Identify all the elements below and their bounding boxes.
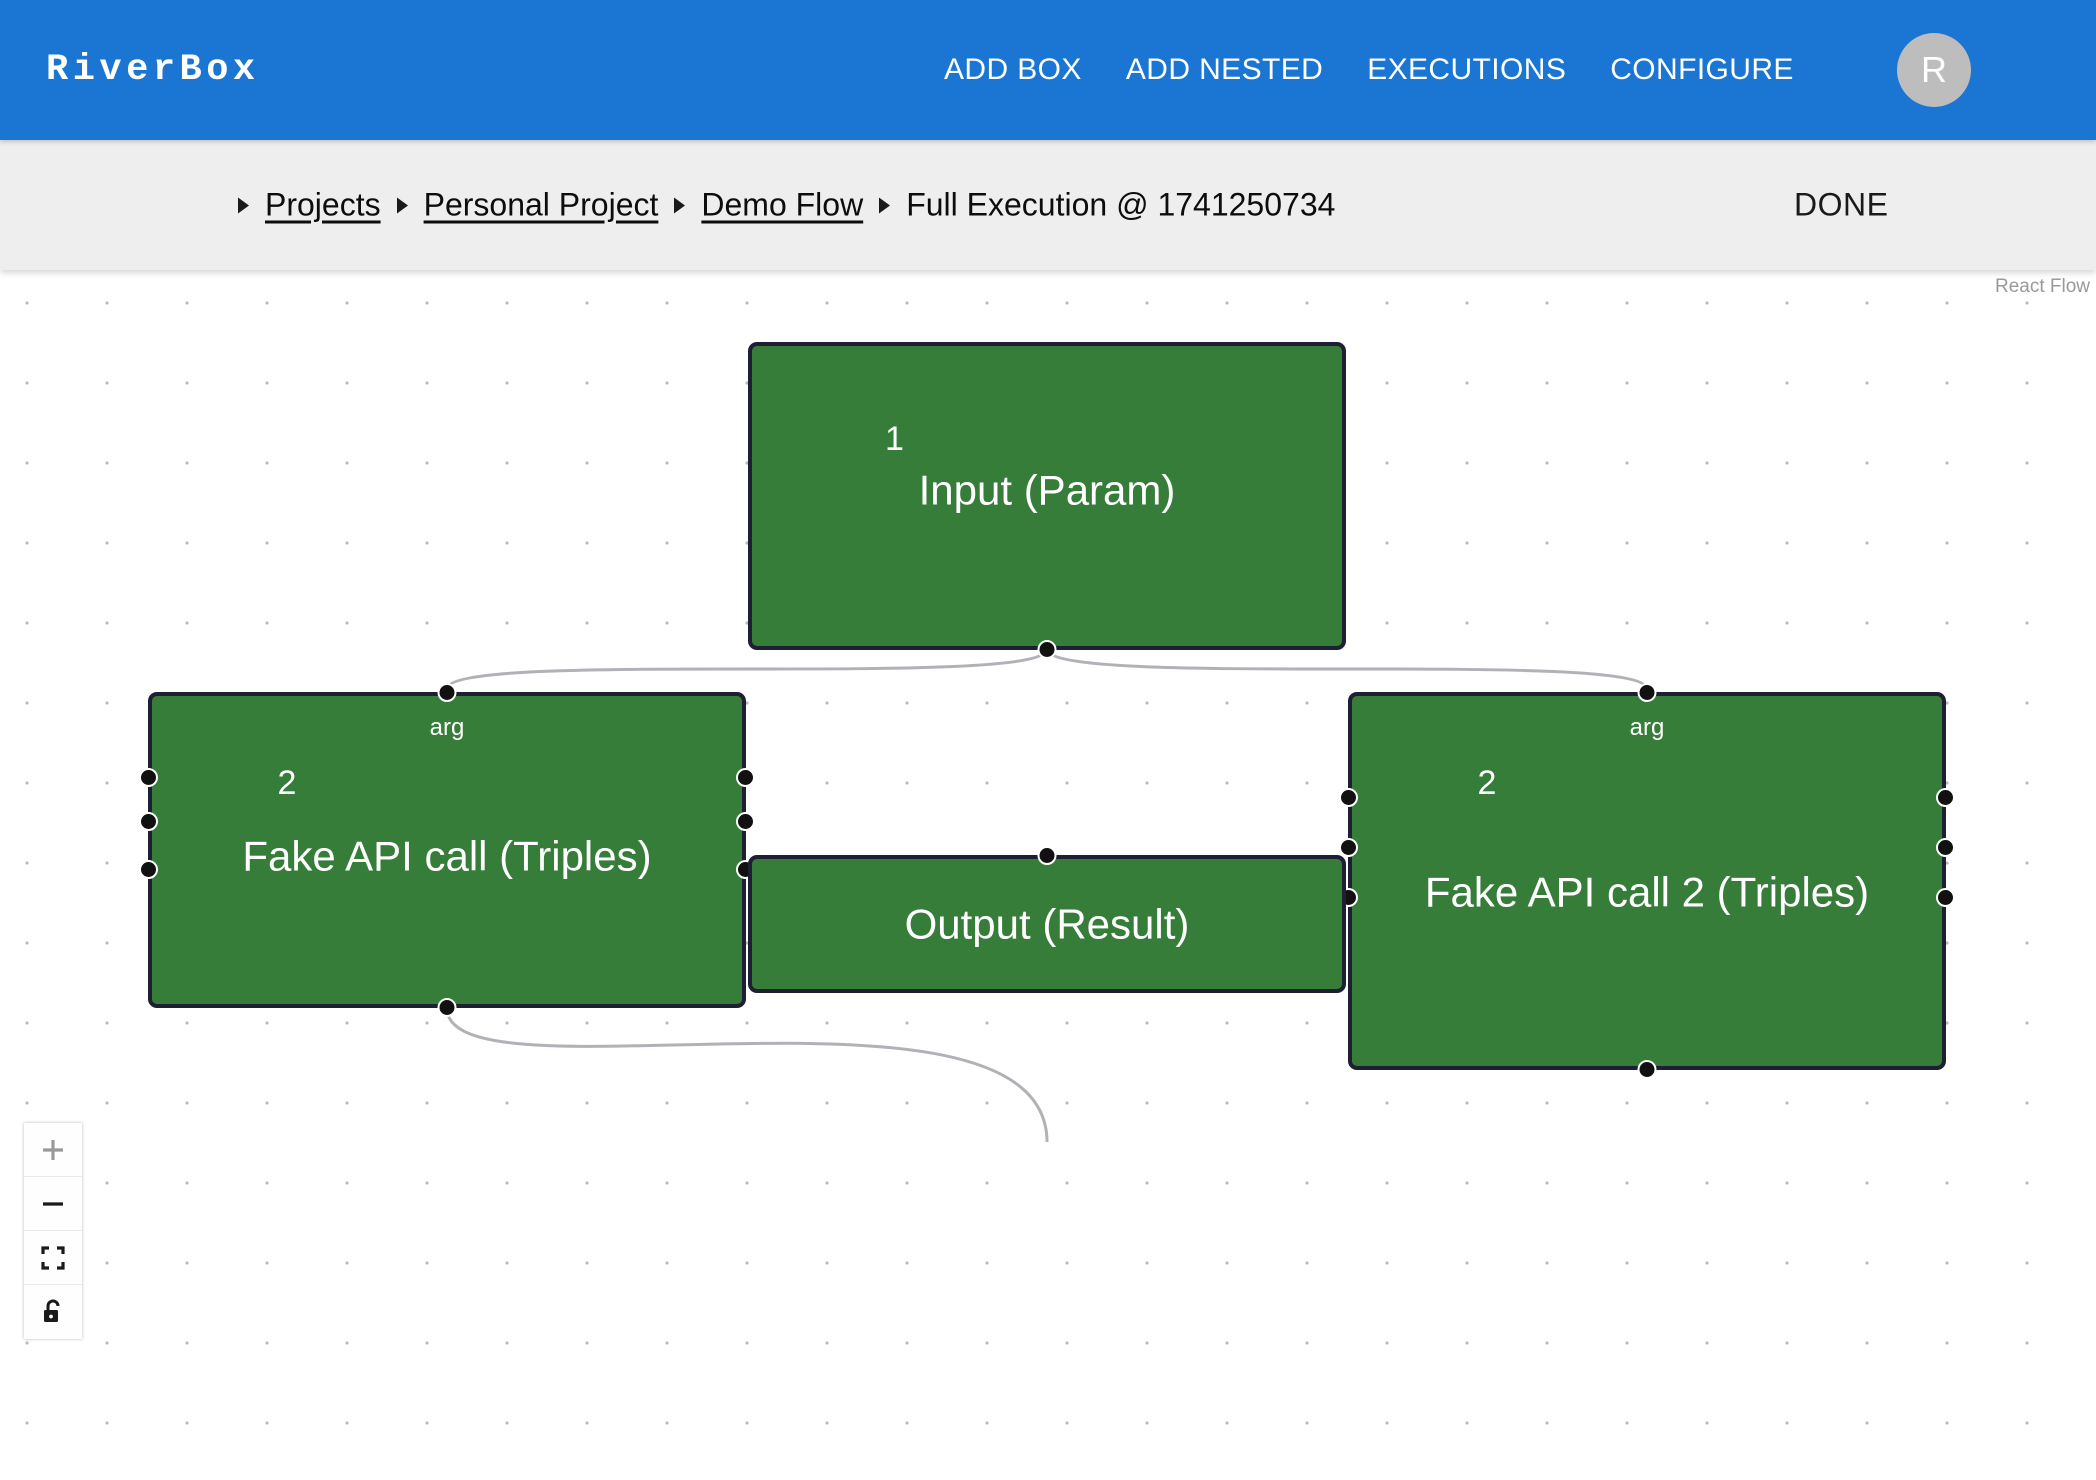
handle-target-left-2[interactable] [1339, 838, 1358, 857]
handle-source-bottom[interactable] [1037, 640, 1057, 659]
unlock-icon [44, 1299, 60, 1322]
handle-target-arg-top[interactable] [1637, 683, 1657, 702]
handle-source-bottom[interactable] [437, 998, 457, 1017]
node-label: Fake API call (Triples) [242, 832, 652, 880]
node-fake-api-call-2[interactable]: arg 2 Fake API call 2 (Triples) [1339, 683, 1955, 1079]
handle-target-arg-top[interactable] [437, 683, 457, 702]
lock-toggle-button[interactable] [24, 1285, 82, 1339]
node-fake-api-call[interactable]: arg 2 Fake API call (Triples) [139, 683, 755, 1017]
edge-input-to-fake-api-call-2 [1045, 648, 1649, 690]
breadcrumb-item-projects[interactable]: Projects [265, 186, 381, 223]
header-nav: ADD BOX ADD NESTED EXECUTIONS CONFIGURE [944, 53, 1794, 87]
breadcrumb-arrow-icon [396, 197, 408, 213]
flow-controls [24, 1123, 82, 1339]
breadcrumb-bar: Projects Personal Project Demo Flow Full… [0, 140, 2096, 270]
breadcrumb-item-current-execution: Full Execution @ 1741250734 [906, 186, 1336, 223]
edge-fake-api-call-to-output [445, 1007, 1049, 1143]
handle-target-left-2[interactable] [139, 812, 158, 831]
handle-label-arg: arg [1629, 714, 1665, 741]
flow-canvas[interactable]: React Flow 1 Input (Param) arg 2 Fake AP… [0, 272, 2096, 1480]
handle-source-right-3[interactable] [1936, 888, 1955, 907]
node-output-result[interactable]: Output (Result) [748, 846, 1346, 993]
execution-status-badge: DONE [1794, 186, 1889, 223]
fit-view-icon [41, 1245, 65, 1270]
breadcrumb-item-demo-flow[interactable]: Demo Flow [701, 186, 864, 223]
handle-source-right-1[interactable] [736, 768, 755, 787]
node-input-param[interactable]: 1 Input (Param) [748, 342, 1346, 659]
app-header: RiverBox ADD BOX ADD NESTED EXECUTIONS C… [0, 0, 2096, 140]
node-index: 2 [1477, 764, 1497, 802]
breadcrumb: Projects Personal Project Demo Flow Full… [222, 187, 1335, 224]
node-label: Fake API call 2 (Triples) [1424, 868, 1870, 916]
handle-target-left-1[interactable] [139, 768, 158, 787]
handle-source-right-2[interactable] [1936, 838, 1955, 857]
handle-source-right-2[interactable] [736, 812, 755, 831]
minus-icon [43, 1201, 63, 1206]
node-index: 2 [277, 764, 297, 802]
node-label: Input (Param) [918, 466, 1176, 514]
nav-executions[interactable]: EXECUTIONS [1367, 53, 1567, 86]
handle-target-top[interactable] [1037, 846, 1057, 865]
nav-add-box[interactable]: ADD BOX [944, 53, 1082, 86]
handle-target-left-3[interactable] [139, 860, 158, 879]
node-label: Output (Result) [904, 900, 1190, 948]
edge-input-to-fake-api-call [445, 648, 1049, 690]
nav-add-nested[interactable]: ADD NESTED [1125, 53, 1324, 86]
avatar[interactable]: R [1897, 33, 1971, 107]
handle-source-bottom[interactable] [1637, 1060, 1657, 1079]
handle-label-arg: arg [429, 714, 465, 741]
nav-configure[interactable]: CONFIGURE [1610, 53, 1794, 86]
react-flow-attribution[interactable]: React Flow [1994, 276, 2090, 297]
node-index: 1 [885, 420, 904, 458]
plus-icon [43, 1139, 63, 1160]
breadcrumb-arrow-icon [238, 197, 249, 213]
fit-view-button[interactable] [24, 1231, 82, 1285]
handle-source-right-1[interactable] [1936, 788, 1955, 807]
zoom-out-button[interactable] [24, 1177, 82, 1231]
breadcrumb-arrow-icon [674, 197, 686, 213]
zoom-in-button[interactable] [24, 1123, 82, 1177]
app-logo-riverbox[interactable]: RiverBox [46, 49, 260, 91]
handle-target-left-1[interactable] [1339, 788, 1358, 807]
breadcrumb-arrow-icon [879, 197, 891, 213]
breadcrumb-item-personal-project[interactable]: Personal Project [423, 186, 659, 223]
